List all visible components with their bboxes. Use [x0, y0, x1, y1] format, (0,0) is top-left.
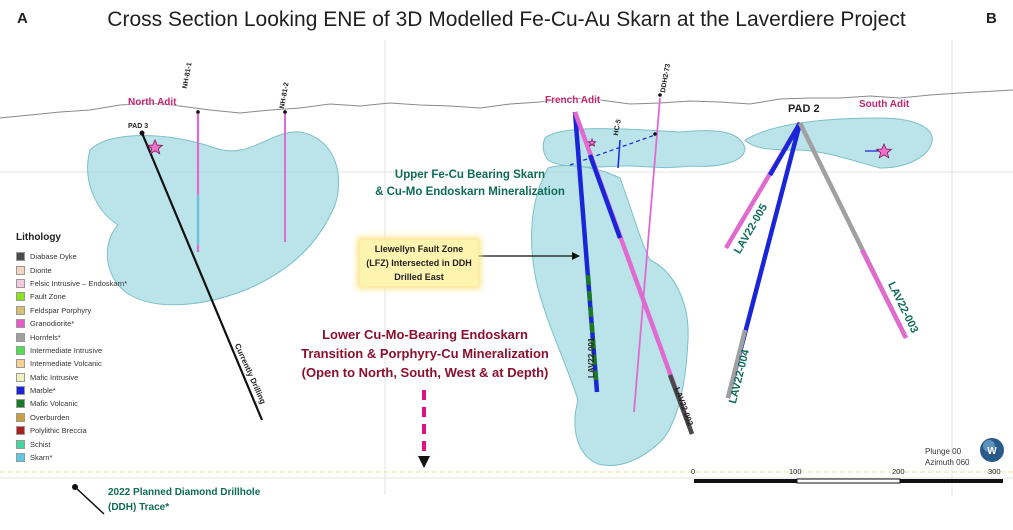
page-title: Cross Section Looking ENE of 3D Modelled…: [107, 8, 906, 31]
lithology-swatch: [16, 453, 25, 463]
section-end-label: B: [986, 10, 997, 27]
lav22-005-marble-segment: [768, 121, 802, 177]
scale-tick-300: 300: [988, 467, 1001, 476]
pad3-collar: [139, 130, 145, 136]
lithology-item: Felsic Intrusive – Endoskarn*: [16, 277, 127, 290]
lithology-swatch: [16, 332, 25, 342]
lithology-item: Hornfels*: [16, 330, 127, 343]
pad2-skarn-body: [744, 117, 933, 169]
lithology-swatch: [16, 439, 25, 449]
drillholes: [139, 97, 909, 435]
lav22-002-marble-segment: [587, 154, 623, 239]
lithology-item: Diorite: [16, 263, 127, 276]
lithology-item: Fault Zone: [16, 290, 127, 303]
depth-arrow: [418, 390, 430, 468]
lithology-label: Mafic Intrusive: [30, 372, 79, 382]
lithology-label: Intermediate Intrusive: [30, 345, 103, 355]
french-adit-label: French Adit: [545, 95, 601, 106]
lithology-item: Marble*: [16, 384, 127, 397]
north-adit-label: North Adit: [128, 97, 177, 108]
lithology-item: Mafic Intrusive: [16, 371, 127, 384]
lithology-label: Intermediate Volcanic: [30, 359, 102, 369]
collar-dots: [196, 93, 662, 136]
scale-tick-0: 0: [691, 467, 696, 476]
lithology-label: Felsic Intrusive – Endoskarn*: [30, 278, 128, 288]
lithology-label: Diabase Dyke: [30, 252, 77, 262]
south-adit-star-icon: [875, 143, 893, 159]
lithology-swatch: [16, 265, 25, 275]
lithology-label: Overburden: [30, 412, 70, 422]
lithology-label: Schist: [30, 439, 51, 449]
lithology-label: Skarn*: [30, 453, 53, 463]
lithology-swatch: [16, 305, 25, 315]
pad2-label: PAD 2: [788, 103, 820, 115]
lithology-item: Diabase Dyke: [16, 250, 127, 263]
fault-arrow: [468, 252, 580, 260]
south-adit-label: South Adit: [859, 99, 910, 110]
scale-tick-200: 200: [892, 467, 905, 476]
lithology-item: Mafic Volcanic: [16, 397, 127, 410]
hc-5-trace: [617, 139, 621, 169]
lithology-label: Marble*: [30, 386, 56, 396]
scale-bar: [694, 478, 1003, 484]
lithology-swatch: [16, 372, 25, 382]
lower-mineralization-label: Lower Cu-Mo-Bearing Endoskarn Transition…: [301, 327, 549, 380]
topography-profile: [0, 89, 1013, 119]
lithology-item: Intermediate Volcanic: [16, 357, 127, 370]
globe-compass-icon: W: [980, 438, 1004, 462]
french-adit-star-icon: [587, 138, 597, 147]
lithology-label: Feldspar Porphyry: [30, 305, 92, 315]
pad3-label: PAD 3: [128, 123, 149, 130]
north-adit-star-icon: [146, 139, 164, 155]
lav22-001-mafic-segment: [585, 274, 599, 381]
ddh2-73-trace: [633, 97, 661, 413]
lithology-label: Hornfels*: [30, 332, 61, 342]
adit-markers: [146, 138, 893, 159]
currently-drilling-trace: [140, 132, 264, 421]
french-adit-shaft: [569, 134, 656, 166]
lithology-legend-title: Lithology: [16, 232, 61, 243]
north-skarn-body: [87, 131, 340, 306]
lithology-item: Intermediate Intrusive: [16, 344, 127, 357]
skarn-bodies: [87, 117, 933, 466]
fault-zone-callout: Llewellyn Fault Zone (LFZ) Intersected i…: [360, 240, 478, 286]
lithology-swatch: [16, 426, 25, 436]
lithology-label: Diorite: [30, 265, 52, 275]
lav22-002-hornfels-segment: [667, 374, 695, 435]
lithology-swatch: [16, 278, 25, 288]
scale-tick-100: 100: [789, 467, 802, 476]
lav22-004-hornfels-segment: [725, 329, 748, 399]
lithology-swatch: [16, 386, 25, 396]
planned-ddh-legend-label: 2022 Planned Diamond Drillhole (DDH) Tra…: [108, 487, 261, 513]
lav22-003-granodiorite-segment: [859, 248, 909, 340]
lithology-label: Granodiorite*: [30, 319, 75, 329]
section-start-label: A: [17, 10, 28, 27]
lav22-001-label: LAV22-001: [587, 337, 596, 378]
lithology-label: Mafic Volcanic: [30, 399, 78, 409]
central-lower-skarn-body: [531, 165, 689, 466]
lithology-swatch: [16, 292, 25, 302]
planned-ddh-legend-marker: [72, 484, 105, 515]
lithology-item: Feldspar Porphyry: [16, 304, 127, 317]
lithology-item: Skarn*: [16, 451, 127, 464]
upper-mineralization-label: Upper Fe-Cu Bearing Skarn & Cu-Mo Endosk…: [375, 169, 565, 198]
lithology-swatch: [16, 399, 25, 409]
lithology-swatch: [16, 345, 25, 355]
lithology-item: Polylithic Breccia: [16, 424, 127, 437]
lithology-swatch: [16, 412, 25, 422]
lithology-item: Overburden: [16, 411, 127, 424]
svg-text:W: W: [987, 446, 997, 457]
lithology-item: Granodiorite*: [16, 317, 127, 330]
orientation-readout: Plunge 00 Azimuth 060: [925, 447, 970, 467]
lithology-swatch: [16, 319, 25, 329]
lithology-swatch: [16, 252, 25, 262]
lithology-label: Polylithic Breccia: [30, 426, 87, 436]
lithology-label: Fault Zone: [30, 292, 66, 302]
lithology-item: Schist: [16, 437, 127, 450]
central-upper-skarn-body: [542, 128, 746, 169]
lithology-swatch: [16, 359, 25, 369]
